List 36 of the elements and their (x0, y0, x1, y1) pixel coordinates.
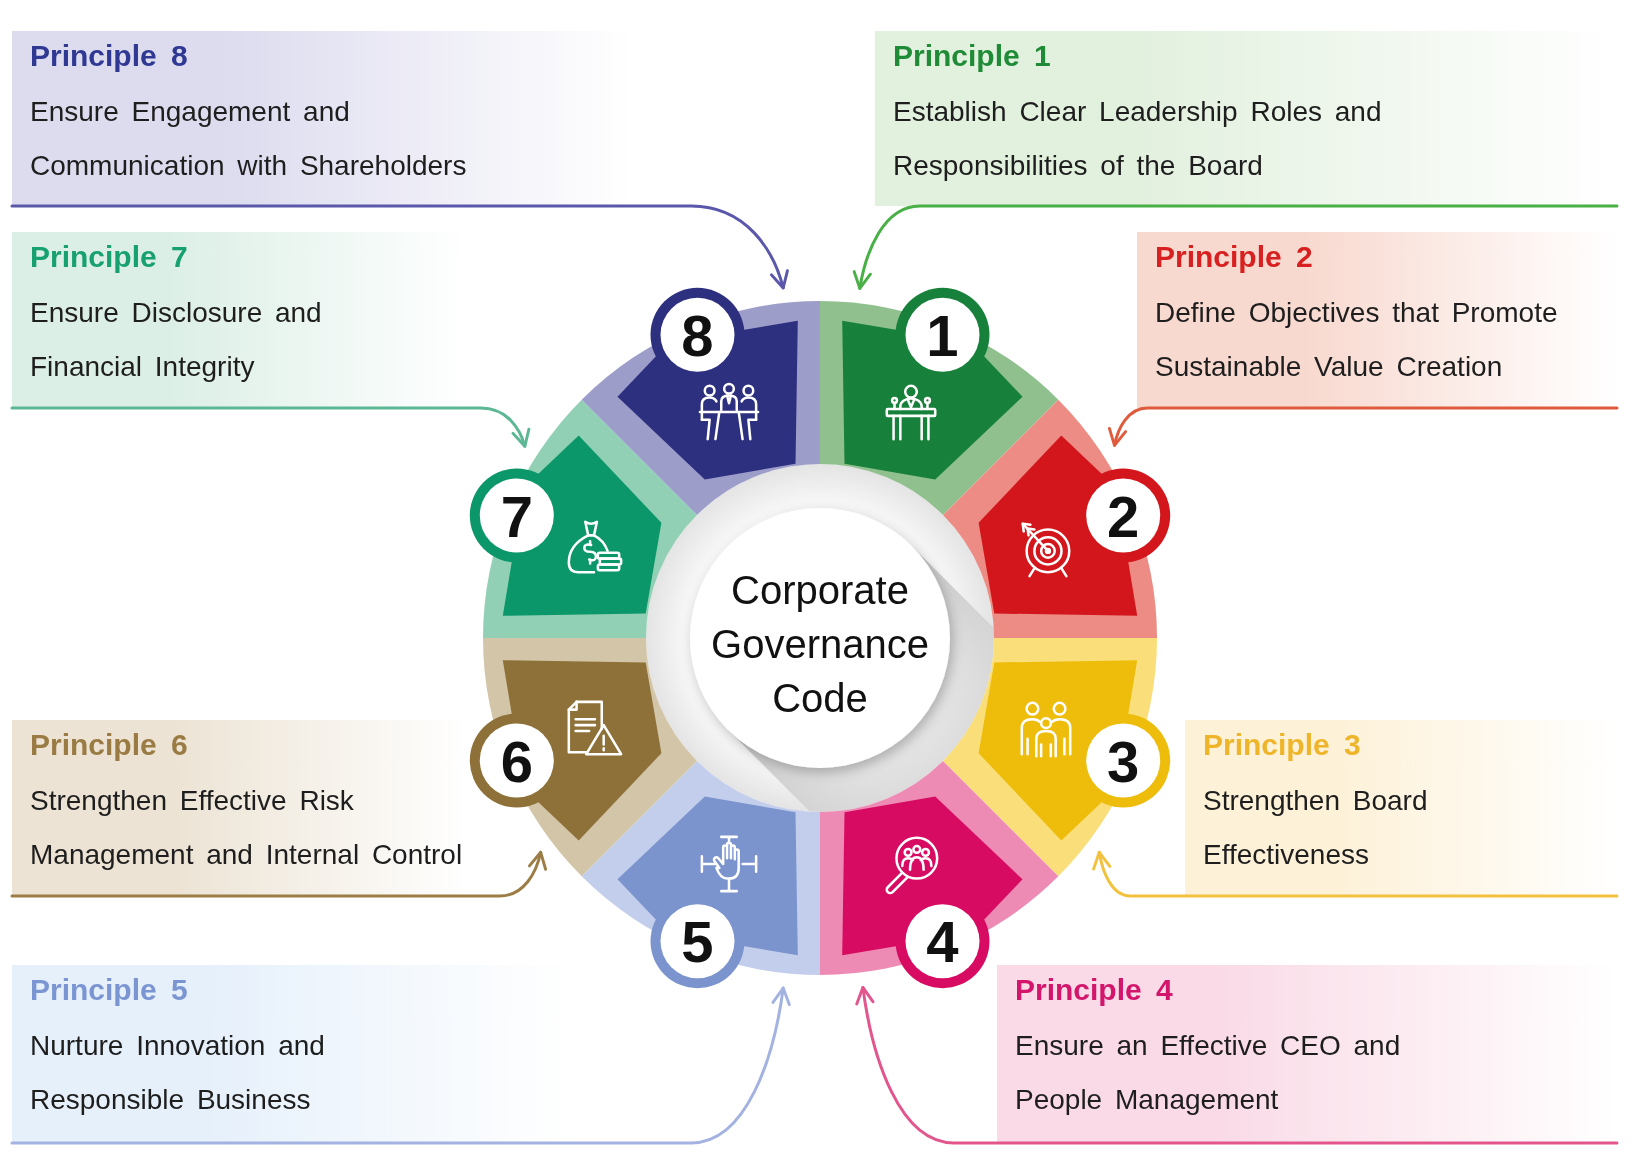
principle-heading: Principle 8 (30, 38, 188, 74)
principle-description: Strengthen Effective Risk Management and Internal Control (30, 784, 464, 872)
principle-description: Ensure an Effective CEO and People Management (1015, 1029, 1402, 1117)
principle-heading: Principle 3 (1203, 727, 1361, 763)
segment-number: 2 (1107, 487, 1140, 546)
principle-description: Establish Clear Leadership Roles and Responsibilities of the Board (893, 95, 1383, 183)
principle-description: Define Objectives that Promote Sustainable Value Creation (1155, 296, 1559, 384)
wheel-segment (581, 287, 820, 515)
curved-arrow (853, 204, 1619, 290)
segment-number: 6 (500, 732, 533, 791)
segment-number: 3 (1107, 732, 1140, 791)
curved-arrow (1108, 406, 1619, 447)
principle-heading: Principle 1 (893, 38, 1051, 74)
wheel-segment (943, 399, 1171, 638)
curved-arrow (1092, 850, 1619, 898)
segment-number: 4 (926, 913, 959, 972)
segment-number: 7 (500, 487, 533, 546)
principle-description: Ensure Engagement and Communication with Shareholders (30, 95, 468, 183)
curved-arrow (10, 204, 789, 290)
segment-number: 1 (926, 306, 959, 365)
principle-description: Nurture Innovation and Responsible Business (30, 1029, 326, 1117)
principle-heading: Principle 5 (30, 972, 188, 1008)
wheel-segment (469, 638, 697, 877)
segment-number: 5 (681, 913, 714, 972)
principle-heading: Principle 4 (1015, 972, 1173, 1008)
principle-description: Ensure Disclosure and Financial Integrity (30, 296, 323, 384)
segment-number: 8 (681, 306, 714, 365)
curved-arrow (10, 850, 547, 898)
curved-arrow (10, 406, 530, 448)
curved-arrow (855, 985, 1619, 1145)
principle-description: Strengthen Board Effectiveness (1203, 784, 1429, 872)
principle-heading: Principle 6 (30, 727, 188, 763)
curved-arrow (10, 986, 791, 1145)
hub-title: Corporate Governance Code (710, 567, 930, 722)
principle-heading: Principle 7 (30, 239, 188, 275)
principle-heading: Principle 2 (1155, 239, 1313, 275)
